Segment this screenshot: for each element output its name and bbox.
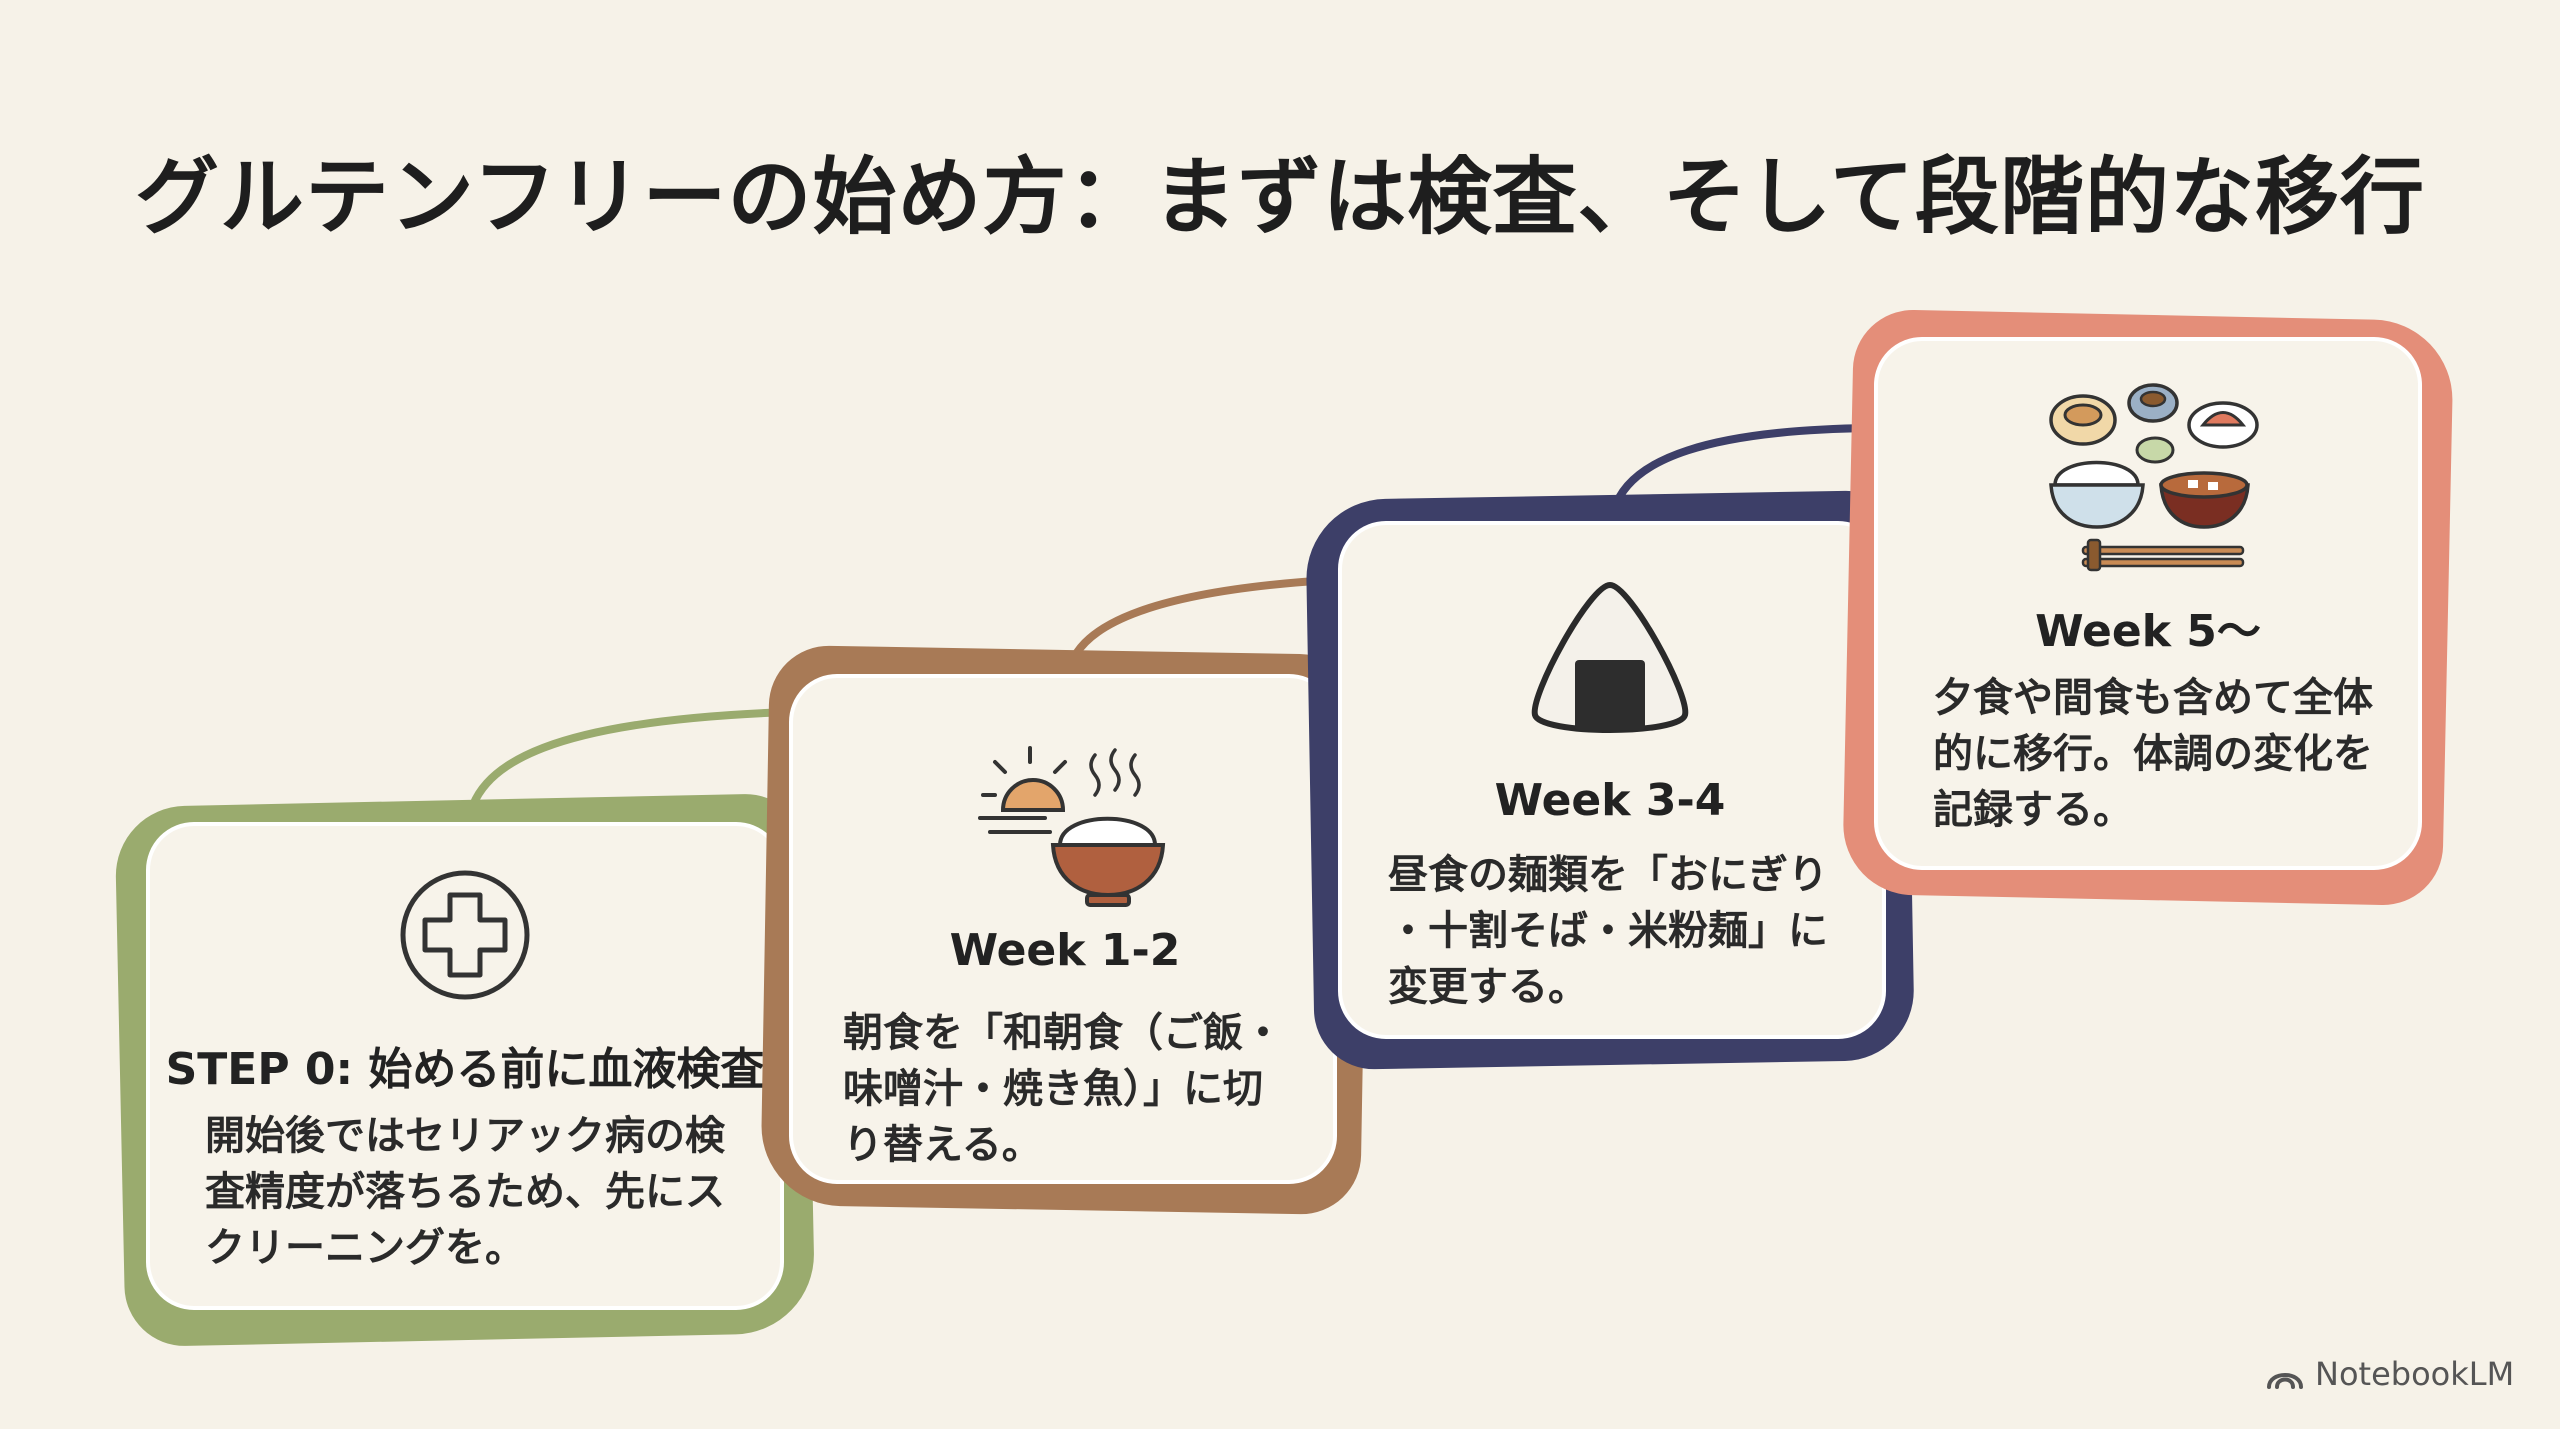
- sunrise-rice-bowl-icon: [978, 746, 1166, 907]
- japanese-meal-set-icon: [2049, 383, 2259, 572]
- step-card-0-panel: [146, 822, 784, 1310]
- step-card-1: Week 1-2 朝食を「和朝食（ご飯・ 味噌汁・焼き魚）」に切 り替える。: [760, 644, 1370, 1216]
- step-card-3: Week 5〜 夕食や間食も含めて全体 的に移行。体調の変化を 記録する。: [1841, 308, 2455, 907]
- step-3-title: Week 5〜: [2035, 606, 2261, 657]
- step-0-description: 開始後ではセリアック病の検 査精度が落ちるため、先にス クリーニングを。: [205, 1113, 725, 1271]
- step-1-title: Week 1-2: [949, 925, 1181, 976]
- step-card-2-panel: [1338, 521, 1886, 1039]
- brand-label: NotebookLM: [2315, 1355, 2515, 1393]
- step-card-0: STEP 0: 始める前に血液検査 開始後ではセリアック病の検 査精度が落ちるた…: [114, 792, 816, 1348]
- medical-cross-icon: [400, 870, 530, 1000]
- step-1-description: 朝食を「和朝食（ご飯・ 味噌汁・焼き魚）」に切 り替える。: [843, 1010, 1283, 1168]
- step-3-description: 夕食や間食も含めて全体 的に移行。体調の変化を 記録する。: [1933, 675, 2373, 833]
- step-0-title: STEP 0: 始める前に血液検査: [165, 1044, 765, 1095]
- notebooklm-logo-icon: [2267, 1373, 2303, 1389]
- step-2-title: Week 3-4: [1494, 775, 1726, 826]
- step-card-3-panel: [1874, 337, 2422, 870]
- notebooklm-brand: NotebookLM: [2265, 1355, 2514, 1393]
- step-card-2: Week 3-4 昼食の麺類を「おにぎり ・十割そば・米粉麺」に 変更する。: [1305, 489, 1915, 1071]
- onigiri-icon: [1531, 582, 1689, 733]
- page-title: グルテンフリーの始め方：まずは検査、そして段階的な移行: [135, 147, 2425, 246]
- step-2-description: 昼食の麺類を「おにぎり ・十割そば・米粉麺」に 変更する。: [1388, 852, 1828, 1010]
